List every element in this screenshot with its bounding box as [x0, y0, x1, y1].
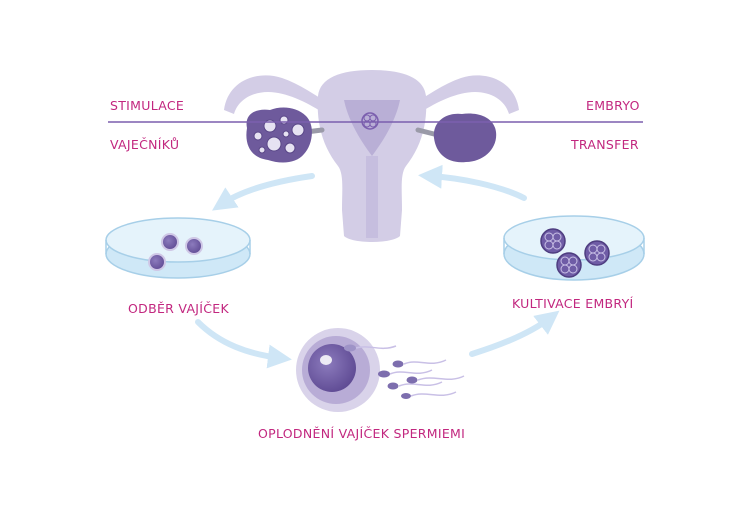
- arrow-to-transfer: [418, 164, 527, 201]
- label-odber-vajicek: ODBĚR VAJÍČEK: [128, 301, 229, 316]
- right-ovarian-ligament: [415, 127, 437, 137]
- label-transfer: TRANSFER: [571, 137, 639, 152]
- right-ovary: [433, 113, 497, 163]
- cervical-canal: [366, 156, 378, 238]
- label-kultivace-embryi: KULTIVACE EMBRYÍ: [512, 296, 634, 311]
- label-embryo: EMBRYO: [586, 98, 640, 113]
- embryo-in-uterus: [361, 112, 379, 130]
- label-stimulace: STIMULACE: [110, 98, 185, 113]
- arrow-to-fertilization: [195, 319, 292, 369]
- arrow-to-egg-retrieval: [212, 173, 315, 211]
- stimulated-ovary: [246, 107, 312, 163]
- arrow-to-culture: [469, 310, 560, 357]
- uterus-illustration: [224, 70, 519, 242]
- sperm-cells: [344, 344, 465, 399]
- egg-petri-dish: [105, 217, 251, 279]
- label-vajecniku: VAJEČNÍKŮ: [110, 137, 180, 152]
- right-fallopian-tube: [413, 75, 519, 114]
- left-fallopian-tube: [224, 75, 330, 114]
- label-oplodneni: OPLODNĚNÍ VAJÍČEK SPERMIEMI: [258, 426, 466, 441]
- embryo-petri-dish: [503, 215, 645, 281]
- fertilization-egg: [296, 328, 380, 412]
